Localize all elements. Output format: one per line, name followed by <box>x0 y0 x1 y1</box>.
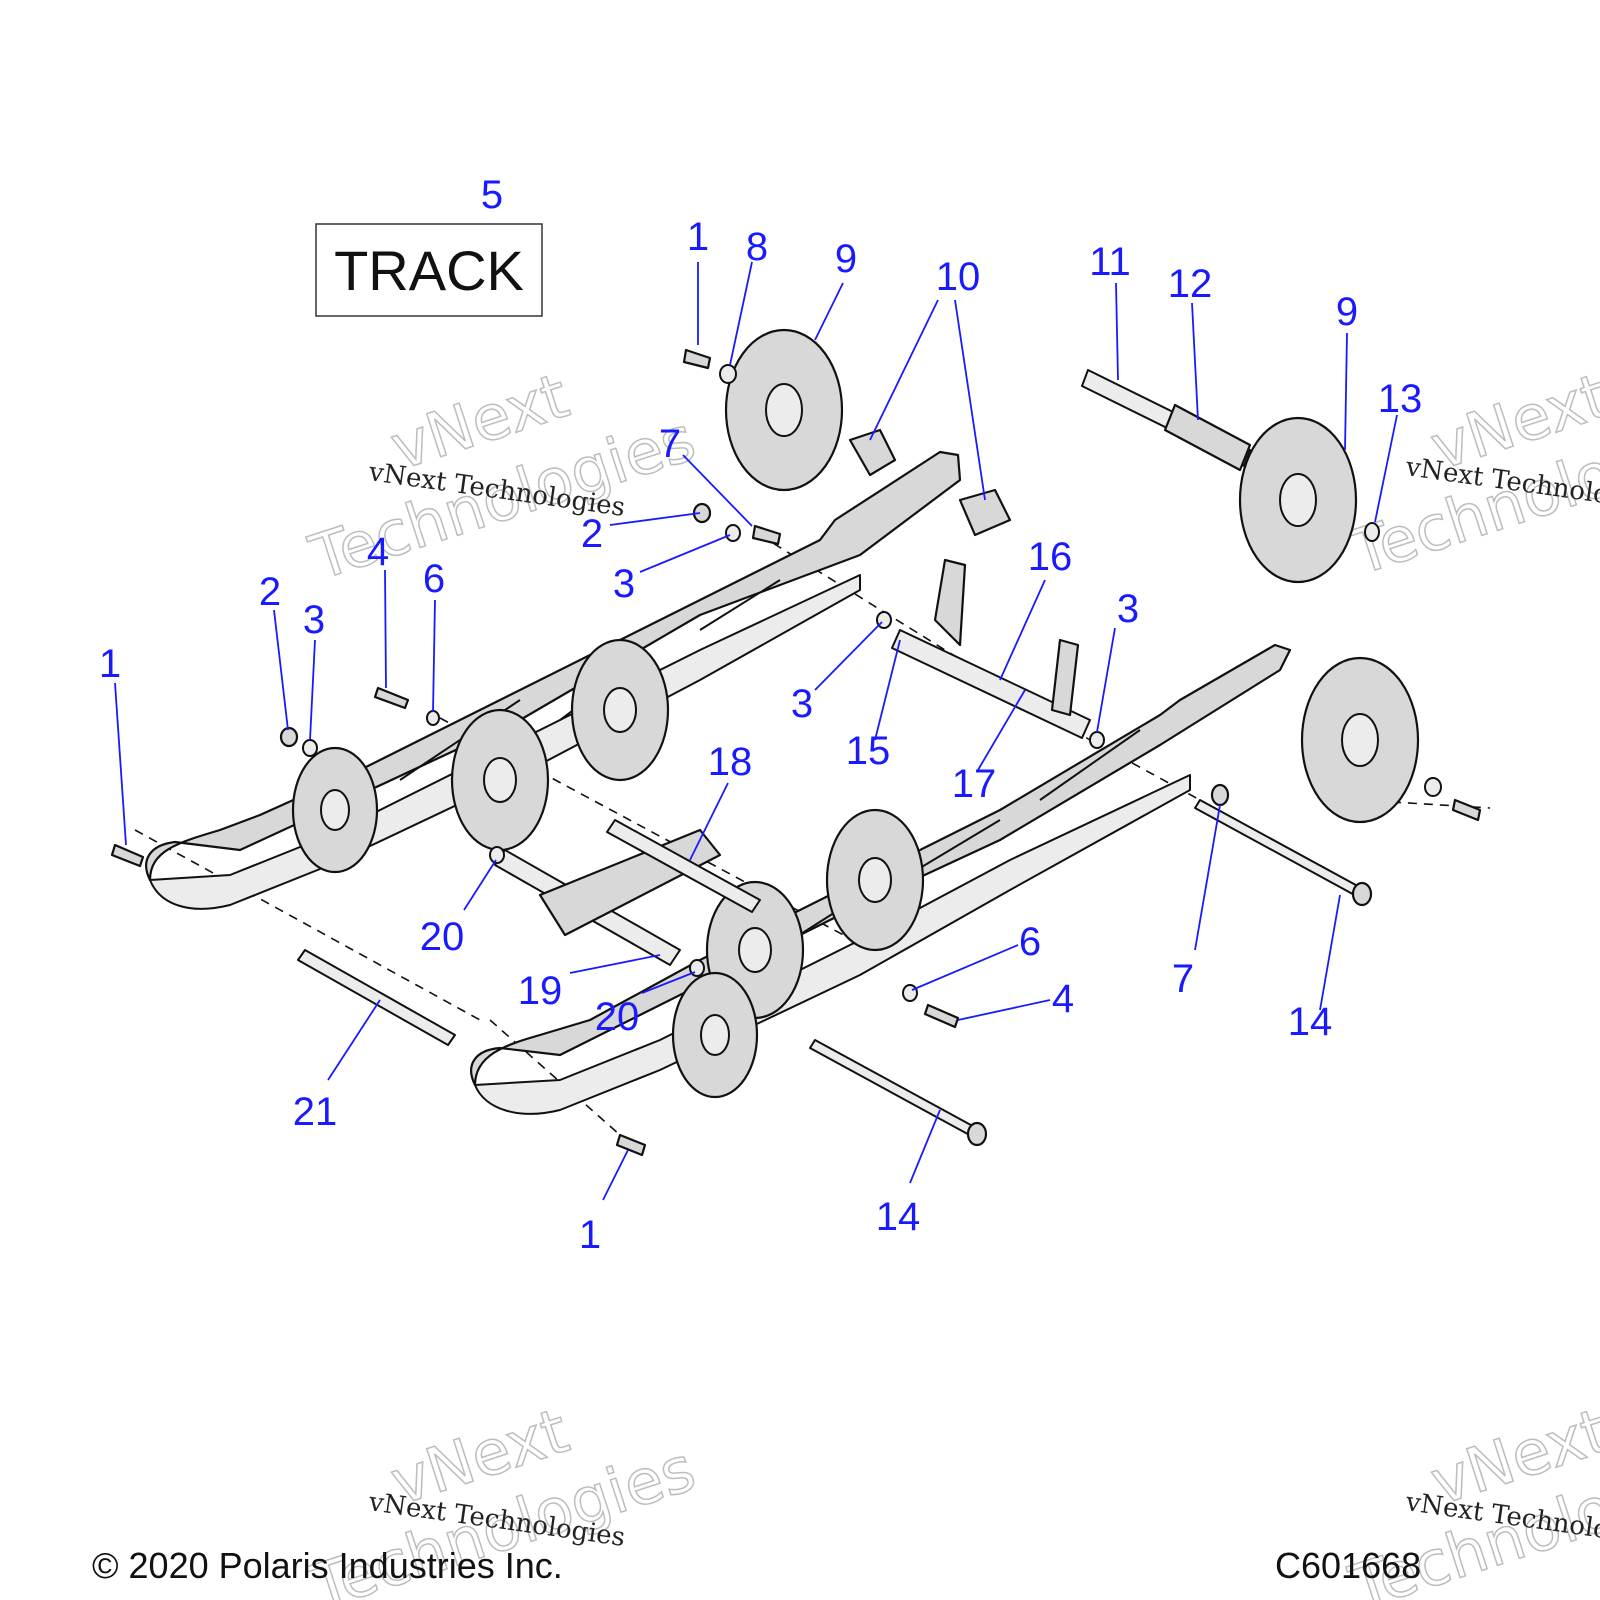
callout-6: 6 <box>423 557 445 601</box>
bolt-4-right <box>923 1003 960 1029</box>
callout-1: 1 <box>687 215 709 259</box>
washer-6-left <box>426 710 440 726</box>
washer-6-right <box>902 984 918 1002</box>
callout-9: 9 <box>1336 290 1358 334</box>
bolt-1-top <box>682 348 712 370</box>
bolt-4-left <box>373 686 410 710</box>
wheel-right-front-b <box>671 971 759 1099</box>
wheel-left-rear <box>570 638 670 782</box>
align-line-front-right <box>489 1019 621 1136</box>
hardware-small-parts <box>110 348 1482 1157</box>
bolt-1-right <box>1451 798 1482 822</box>
track-label-text: TRACK <box>334 239 524 302</box>
callout-17: 17 <box>952 762 997 806</box>
callout-1: 1 <box>99 642 121 686</box>
wheel-left-front <box>291 746 379 874</box>
watermark-group-top-left: vNext Technologies vNext Technologies <box>300 358 704 595</box>
shaft-11-12 <box>1081 369 1252 472</box>
callout-4: 4 <box>367 530 389 574</box>
callout-1: 1 <box>579 1213 601 1257</box>
washer-3-left <box>302 739 318 757</box>
bolt-14-bottom <box>809 1039 988 1147</box>
bumper-10-left <box>848 428 897 477</box>
callout-3: 3 <box>791 682 813 726</box>
nut-2-left <box>279 726 299 748</box>
callout-3: 3 <box>303 598 325 642</box>
callout-2: 2 <box>581 512 603 556</box>
callout-2: 2 <box>259 570 281 614</box>
callout-13: 13 <box>1378 377 1423 421</box>
wheel-top-9a <box>724 328 844 492</box>
callout-10: 10 <box>936 255 981 299</box>
callout-9: 9 <box>835 237 857 281</box>
shaft-15-17 <box>891 558 1091 739</box>
track-label-box[interactable]: TRACK <box>315 223 543 317</box>
callout-3: 3 <box>613 562 635 606</box>
spacer-7-top <box>751 524 782 546</box>
right-rail <box>470 643 1292 1115</box>
callout-21: 21 <box>293 1090 338 1134</box>
bolt-1-bottom <box>615 1133 647 1157</box>
callout-19: 19 <box>518 969 563 1013</box>
washer-13 <box>1364 522 1380 542</box>
wheel-right-mid <box>825 808 925 952</box>
track-box-frame <box>315 223 543 317</box>
callout-track-5: 5 <box>481 173 503 217</box>
callout-11: 11 <box>1089 240 1131 284</box>
washer-8-right <box>1424 777 1442 797</box>
shaft-18-19 <box>494 819 761 966</box>
callout-7: 7 <box>659 422 681 466</box>
callout-8: 8 <box>746 225 768 269</box>
callout-20: 20 <box>595 995 640 1039</box>
washer-20-top <box>489 846 505 864</box>
washer-3-right <box>1089 731 1105 749</box>
callout-12: 12 <box>1168 262 1213 306</box>
rod-21 <box>297 949 456 1046</box>
callout-15: 15 <box>846 729 891 773</box>
callout-numbers: 5 1 8 9 10 11 12 9 13 7 2 3 4 6 2 3 1 16… <box>99 173 1422 1257</box>
callout-14: 14 <box>876 1195 921 1239</box>
callout-3: 3 <box>1117 587 1139 631</box>
callout-7: 7 <box>1172 957 1194 1001</box>
callout-16: 16 <box>1028 535 1073 579</box>
bolt-14-right <box>1194 799 1373 907</box>
copyright-text: © 2020 Polaris Industries Inc. <box>92 1545 563 1586</box>
leader-lines <box>114 261 1398 1201</box>
bolt-1-left <box>110 843 145 868</box>
wheel-top-9b <box>1238 416 1358 584</box>
washer-3-top <box>725 524 741 542</box>
callout-4: 4 <box>1052 977 1074 1021</box>
diagram-code: C601668 <box>1275 1545 1421 1586</box>
callout-20: 20 <box>420 915 465 959</box>
callout-6: 6 <box>1019 920 1041 964</box>
washer-8 <box>719 364 737 384</box>
wheel-left-mid <box>450 708 550 852</box>
callout-14: 14 <box>1288 1000 1333 1044</box>
align-line-front-left <box>134 829 481 1021</box>
callout-18: 18 <box>708 740 753 784</box>
wheel-right-rear <box>1300 656 1420 824</box>
spacer-7-right <box>1210 783 1230 807</box>
